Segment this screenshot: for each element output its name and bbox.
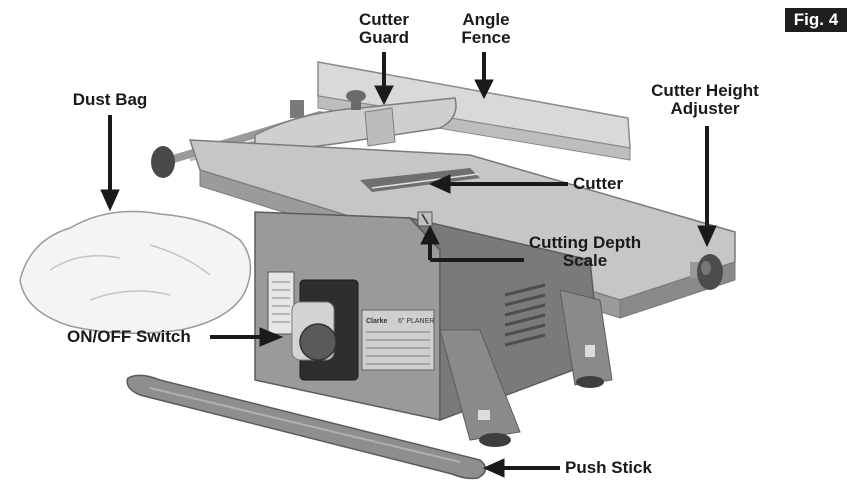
dust-bag-arrow bbox=[100, 189, 120, 212]
label-on-off-switch: ON/OFF Switch bbox=[67, 327, 191, 346]
cutting-depth-scale bbox=[417, 211, 433, 227]
push-stick-arrow bbox=[482, 458, 505, 478]
angle-fence-arrow bbox=[474, 79, 494, 100]
fence-lock-knob bbox=[151, 146, 175, 178]
label-dust-bag: Dust Bag bbox=[72, 90, 148, 109]
warning-label bbox=[267, 271, 295, 335]
cutter-height-adjuster-knob bbox=[690, 254, 723, 290]
badge-model: 6" PLANER bbox=[398, 318, 434, 325]
label-cutter-height-adjuster: Cutter Height Adjuster bbox=[651, 81, 759, 118]
on-off-switch bbox=[291, 279, 359, 381]
push-stick bbox=[126, 374, 487, 480]
label-angle-fence: Angle Fence bbox=[461, 10, 511, 47]
cutter-guard-arrow bbox=[374, 85, 394, 106]
figure-label: Fig. 4 bbox=[785, 8, 847, 32]
callout-arrows bbox=[100, 52, 717, 478]
cutter-height-adjuster-arrow bbox=[697, 225, 717, 248]
dust-bag bbox=[19, 210, 252, 334]
cutting-depth-scale-arrow bbox=[420, 224, 440, 245]
cutter-arrow bbox=[428, 174, 451, 194]
badge-brand: Clarke bbox=[366, 318, 388, 325]
label-cutter-guard: Cutter Guard bbox=[358, 10, 410, 47]
label-cutting-depth-scale: Cutting Depth Scale bbox=[528, 233, 642, 270]
label-push-stick: Push Stick bbox=[565, 458, 652, 477]
rating-plate bbox=[361, 309, 435, 371]
label-cutter: Cutter bbox=[573, 174, 624, 193]
on-off-switch-arrow bbox=[259, 327, 284, 347]
